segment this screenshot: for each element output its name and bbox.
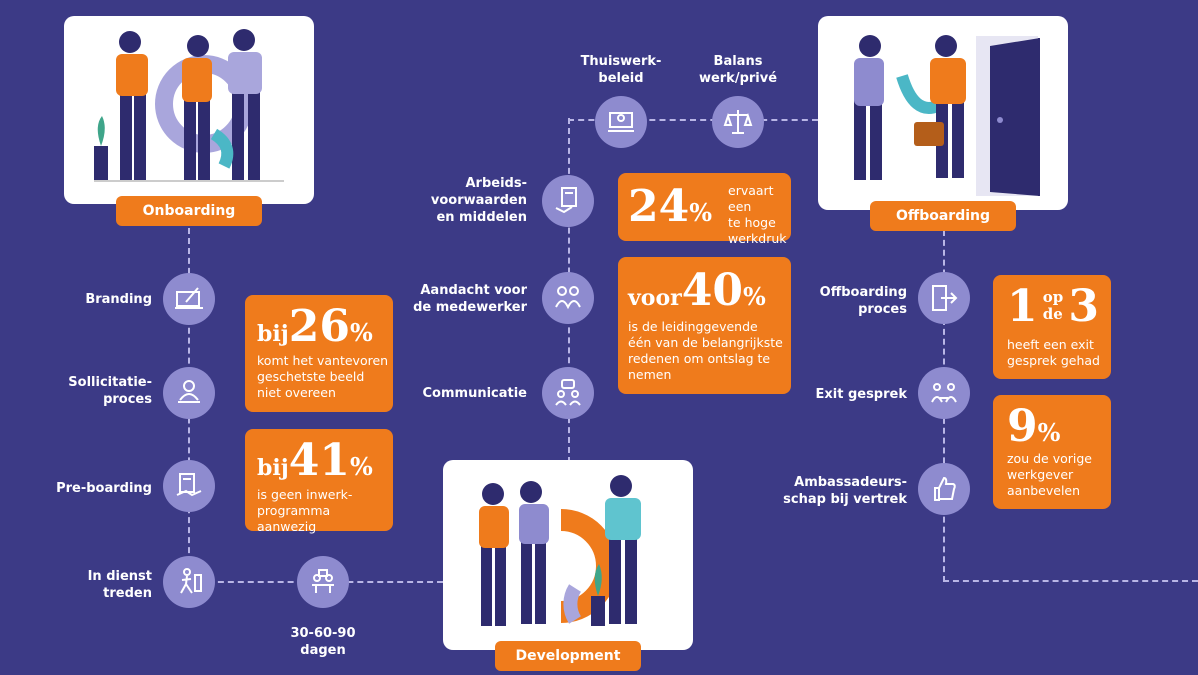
stat-41-number: 41 [288,435,350,486]
home-office-icon [595,96,647,148]
connector-line [943,580,1198,582]
offboarding-illustration [818,16,1068,210]
stat-26-text: komt het vantevoren geschetste beeld nie… [257,353,389,400]
conversation-icon [542,272,594,324]
stat-24-number: 24 [628,181,690,232]
stat-26-prefix: bij [257,321,289,347]
stat-40-percent: % [742,282,766,311]
stat-26-box: bij26% komt het vantevoren geschetste be… [245,295,393,412]
stat-26-percent: % [349,318,373,347]
stat-1op3-box: 1 op de 3 heeft een exit gesprek gehad [993,275,1111,379]
exit-door-icon [918,272,970,324]
onboarding-illustration [64,16,314,204]
step-sollicitatie-label: Sollicitatie- proces [68,375,152,407]
step-balans-label: Balans werk/privé [698,54,778,86]
step-thuiswerk-label: Thuiswerk- beleid [580,54,662,86]
thumbs-up-icon [918,463,970,515]
step-branding-label: Branding [85,292,152,307]
step-306090-label: 30-60-90 dagen [290,626,356,658]
stat-1op3-op: op [1042,288,1064,306]
stat-1op3-de: de [1042,305,1063,323]
stat-24-text: ervaart een te hoge werkdruk [728,183,787,246]
step-offboardingproces-label: Offboarding proces [819,285,907,317]
stat-41-percent: % [349,452,373,481]
meeting-table-icon [297,556,349,608]
chat-people-icon [542,367,594,419]
stat-9-text: zou de vorige werkgever aanbevelen [1007,451,1092,498]
stat-1op3-text: heeft een exit gesprek gehad [1007,337,1100,368]
stat-26-number: 26 [288,301,350,352]
stat-41-box: bij41% is geen inwerk- programma aanwezi… [245,429,393,534]
connector-line [568,119,818,121]
stat-40-text: is de leidinggevende één van de belangri… [628,319,783,382]
step-exitgesprek-label: Exit gesprek [815,387,907,402]
balance-scale-icon [712,96,764,148]
walking-person-icon [163,556,215,608]
stat-40-number: 40 [681,265,743,316]
design-tablet-icon [163,273,215,325]
stat-9-percent: % [1037,418,1061,447]
step-arbeidsvoorwaarden-label: Arbeids- voorwaarden en middelen [430,176,527,225]
stat-1op3-first: 1 [1007,281,1038,332]
step-communicatie-label: Communicatie [422,386,528,401]
stat-24-percent: % [689,198,713,227]
handshake-document-icon [163,460,215,512]
stat-41-prefix: bij [257,455,289,481]
phase-onboarding-label: Onboarding [116,196,262,226]
exit-talk-icon [918,367,970,419]
stat-24-box: 24% ervaart een te hoge werkdruk [618,173,791,246]
stat-1op3-second: 3 [1068,281,1099,332]
development-illustration [443,460,693,650]
step-ambassadeurschap-label: Ambassadeurs- schap bij vertrek [783,475,907,507]
step-aandacht-label: Aandacht voor de medewerker [413,283,527,315]
stat-9-box: 9% zou de vorige werkgever aanbevelen [993,395,1111,509]
interview-icon [163,367,215,419]
step-indienst-label: In dienst treden [87,569,152,601]
stat-40-prefix: voor [628,285,682,311]
stat-9-number: 9 [1007,401,1038,452]
contract-icon [542,175,594,227]
stat-40-box: voor40% is de leidinggevende één van de … [618,257,791,394]
phase-offboarding-label: Offboarding [870,201,1016,231]
stat-41-text: is geen inwerk- programma aanwezig [257,487,353,534]
step-preboarding-label: Pre-boarding [56,481,152,496]
phase-development-label: Development [495,641,641,671]
